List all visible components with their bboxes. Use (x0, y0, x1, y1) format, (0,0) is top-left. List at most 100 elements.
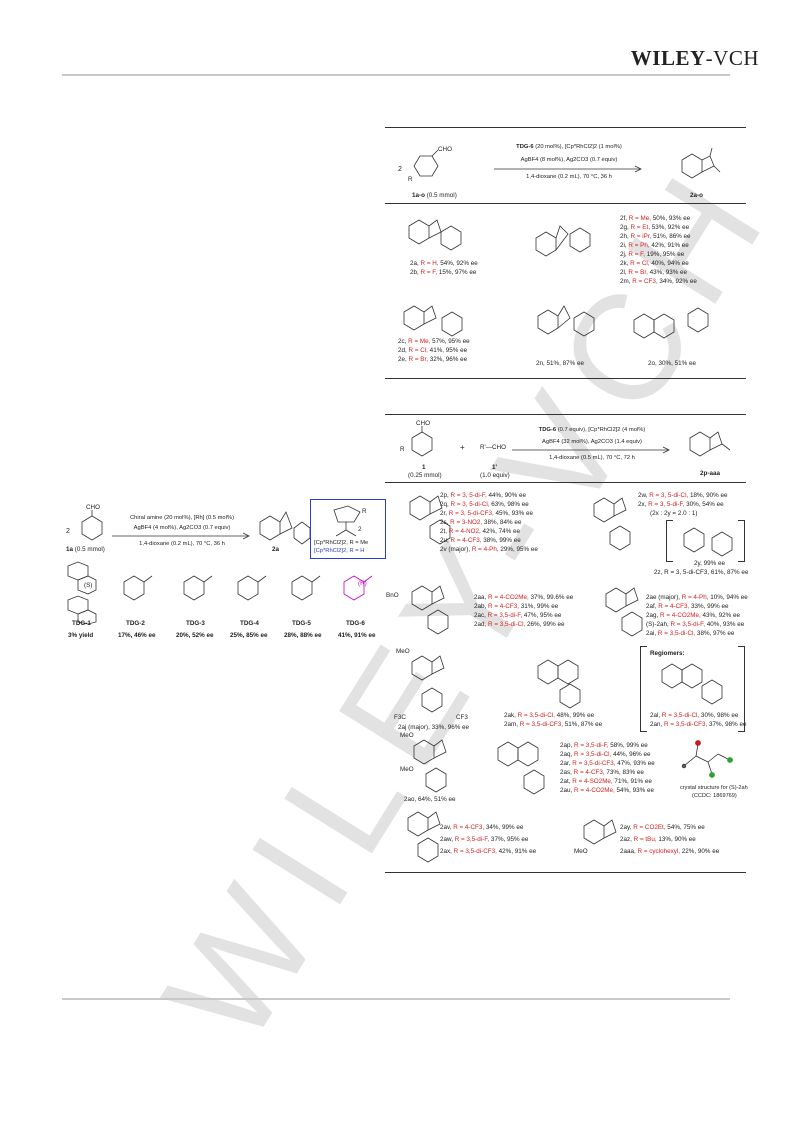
tdg-1-name: TDG-1 (72, 620, 91, 627)
entry-2y: 2y, 99% ee (694, 560, 726, 567)
entry-2ac: 2ac, R = 3,5-di-F, 47%, 95% ee (474, 612, 562, 619)
benzaldehyde (81, 510, 103, 541)
left-coef: 2 (66, 528, 70, 535)
crystal-caption-2: (CCDC: 1869769) (692, 793, 737, 799)
left-cond-2: AgBF4 (4 mol%), Ag2CO3 (0.7 equiv) (133, 525, 231, 531)
aldehyde-structure (413, 149, 439, 177)
tdg-3-structure (183, 575, 213, 601)
publisher-logo: WILEY-VCH (630, 46, 759, 70)
bottom-cond-1: TDG-6 (0.7 equiv), [Cp*RhCl2]2 (4 mol%) (538, 427, 646, 433)
cat-r: R (362, 508, 367, 515)
tdg-2-result: 17%, 46% ee (118, 632, 156, 639)
header-rule (62, 74, 730, 76)
entry-2aw: 2aw, R = 3,5-di-F, 37%, 95% ee (440, 836, 529, 843)
entry-2al: 2al, R = 3,5-di-Cl, 30%, 98% ee (650, 712, 739, 719)
entry-2c: 2c, R = Me, 57%, 95% ee (398, 338, 470, 345)
tdg-6-name: TDG-6 (346, 620, 365, 627)
entry-2i: 2i, R = Ph, 42%, 91% ee (620, 242, 689, 249)
tdg-5-result: 28%, 88% ee (284, 632, 322, 639)
reactant-r: R (408, 176, 413, 183)
cat-z: 2 (358, 526, 362, 533)
entry-2f: 2f, R = Me, 50%, 93% ee (620, 215, 691, 222)
struct-2p (409, 495, 451, 545)
entry-2r: 2r, R = 3, 5-di-CF3, 45%, 93% ee (440, 510, 533, 517)
left-cond-1: Chiral amine (20 mol%), [Rh] (0.5 mol%) (129, 515, 235, 521)
struct-2aj (411, 655, 445, 713)
f3c-2aj: F3C (394, 714, 406, 721)
entry-2ae: 2ae (major), R = 4-Ph, 10%, 94% ee (646, 594, 748, 601)
entry-2ay: 2ay, R = CO2Et, 54%, 75% ee (620, 824, 705, 831)
entry-2av: 2av, R = 4-CF3, 34%, 99% ee (440, 824, 524, 831)
top-cond-3: 1,4-dioxane (0.2 mL), 70 °C, 36 h (526, 174, 612, 180)
catalyst-box (310, 499, 386, 559)
struct-2n (537, 305, 595, 337)
product-2a-left (259, 511, 311, 545)
entry-2s: 2s, R = 3-NO2, 38%, 84% ee (440, 519, 522, 526)
struct-2w (593, 497, 631, 551)
bracket-regiomers-left (640, 646, 647, 732)
entry-2a: 2a, R = H, 54%, 92% ee (410, 260, 478, 267)
product-label: 2a-o (690, 192, 703, 199)
entry-2x: 2x, R = 3, 5-di-F, 30%, 54% ee (638, 501, 724, 508)
entry-2m: 2m, R = CF3, 34%, 92% ee (620, 278, 697, 285)
regiomers-label: Regiomers: (650, 650, 685, 657)
left-cond-3: 1,4-dioxane (0.2 mL), 70 °C, 36 h (139, 541, 225, 547)
entry-2w: 2w, R = 3, 5-di-Cl, 18%, 90% ee (638, 492, 728, 499)
meo-2ay: MeO (574, 848, 588, 855)
bottom-plus: + (460, 443, 465, 452)
tdg-3-result: 20%, 52% ee (176, 632, 214, 639)
bottom-r1-cho: CHO (416, 420, 430, 427)
reactant-coef: 2 (398, 166, 402, 173)
entry-2ad: 2ad, R = 3,5-di-Cl, 26%, 99% ee (474, 621, 565, 628)
reactant-cho: CHO (438, 146, 452, 153)
entry-2aj: 2aj (major), 33%, 96% ee (398, 724, 470, 731)
entry-2ap: 2ap, R = 3,5-di-F, 58%, 99% ee (560, 742, 648, 749)
bracket-regiomers-right (738, 646, 745, 732)
crystal-caption-1: crystal structure for (S)-2ah (680, 785, 748, 791)
meo-2aj: MeO (396, 648, 410, 655)
cp-rh-structure (333, 505, 361, 537)
entry-2am: 2am, R = 3,5-di-CF3, 51%, 87% ee (504, 721, 603, 728)
entry-2l: 2l, R = Br, 43%, 93% ee (620, 269, 688, 276)
bno-label: BnO (386, 592, 399, 599)
footer-rule (62, 998, 730, 1000)
entry-2af: 2af, R = 4-CF3, 33%, 99% ee (646, 603, 729, 610)
tdg-1-result: 3% yield (68, 632, 94, 639)
scheme-top-mid-rule (385, 203, 746, 204)
entry-2u: 2u, R = 4-CF3, 38%, 99% ee (440, 537, 521, 544)
tdg-2-name: TDG-2 (126, 620, 145, 627)
bottom-mid-rule (385, 482, 746, 483)
tdg-4-structure (237, 575, 267, 601)
struct-2av (407, 811, 441, 863)
struct-2al (661, 663, 723, 705)
bottom-cond-2: AgBF4 (32 mol%), Ag2CO3 (1.4 equiv) (542, 439, 642, 445)
struct-2o (633, 307, 709, 339)
entry-2g: 2g, R = Et, 53%, 92% ee (620, 224, 690, 231)
bottom-r2: R'—CHO (480, 444, 507, 451)
bottom-r2-amount: (1.0 equiv) (480, 472, 510, 479)
tdg-4-result: 25%, 85% ee (230, 632, 268, 639)
left-2a: 2a (272, 546, 280, 553)
entry-2d: 2d, R = Cl, 41%, 95% ee (398, 347, 468, 354)
entry-2ax: 2ax, R = 3,5-di-CF3, 42%, 91% ee (440, 848, 537, 855)
bottom-r1-label: 1 (422, 464, 426, 471)
top-cond-1: TDG-6 (20 mol%), [Cp*RhCl2]2 (1 mol%) (516, 144, 622, 150)
cat-line1: [Cp*RhCl2]2, R = Me (314, 540, 369, 546)
bracket-2y-right (738, 520, 745, 562)
tdg6-r: (R) (358, 580, 367, 587)
bracket-2y-left (666, 520, 673, 562)
struct-2ak (537, 659, 581, 709)
struct-2aa (411, 585, 449, 635)
scheme-top-rule (385, 127, 746, 128)
tdg-3-name: TDG-3 (186, 620, 205, 627)
left-1a: 1a (0.5 mmol) (66, 546, 105, 553)
tdg-6-result: 41%, 91% ee (338, 632, 376, 639)
entry-2v: 2v (major), R = 4-Ph, 29%, 95% ee (440, 546, 538, 553)
entry-2ar: 2ar, R = 3,5-di-CF3, 47%, 93% ee (560, 760, 655, 767)
cf3-2aj: CF3 (456, 714, 468, 721)
struct-2ae (605, 587, 643, 637)
entry-2h: 2h, R = iPr, 51%, 86% ee (620, 233, 691, 240)
entry-2k: 2k, R = Cl, 40%, 94% ee (620, 260, 689, 267)
entry-2b: 2b, R = F, 15%, 97% ee (410, 269, 477, 276)
entry-2au: 2au, R = 4-CO2Me, 54%, 93% ee (560, 787, 655, 794)
